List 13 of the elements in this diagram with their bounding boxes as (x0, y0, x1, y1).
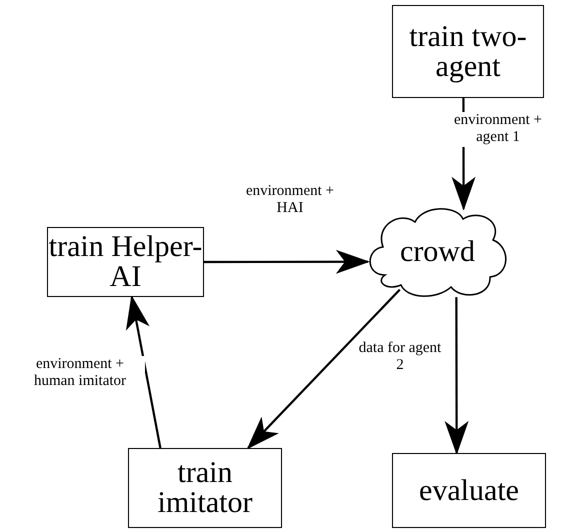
process-box (392, 5, 544, 98)
node-label: crowd (400, 236, 475, 266)
arrow (204, 250, 370, 274)
edge-label: environment + agent 1 (452, 112, 544, 146)
node-label: train Helper-AI (48, 232, 203, 292)
node-label: train two-agent (408, 22, 528, 82)
node-label: train imitator (156, 458, 254, 518)
process-box (128, 448, 282, 528)
arrow (246, 288, 401, 450)
arrow (444, 297, 469, 455)
node-label: evaluate (419, 476, 519, 506)
arrow (126, 295, 162, 448)
process-box (392, 453, 546, 528)
